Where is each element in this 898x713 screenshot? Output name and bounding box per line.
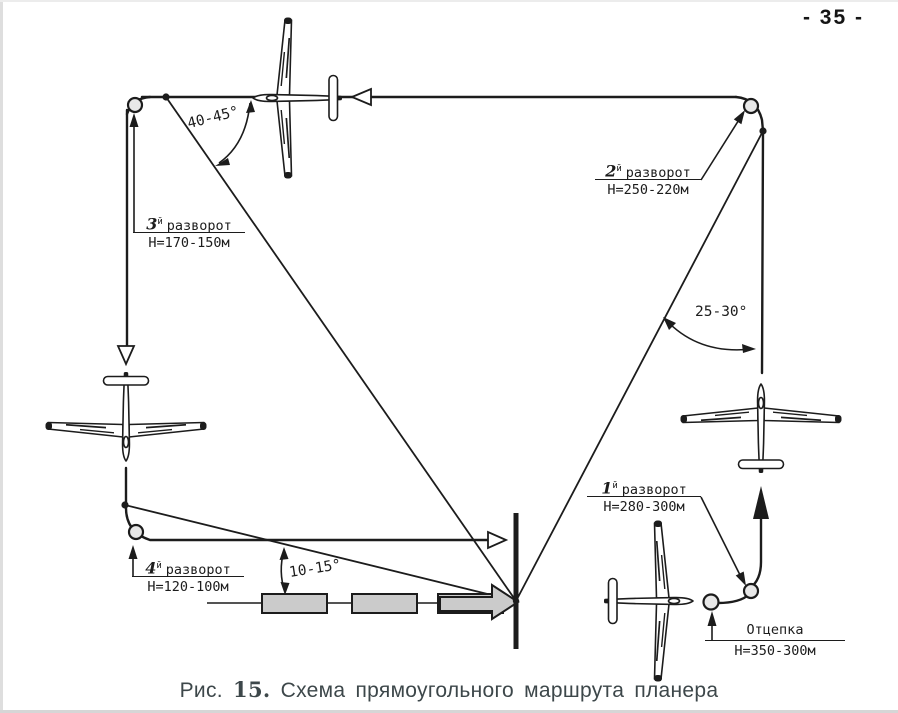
direction-arrow-left <box>349 87 372 107</box>
route-right-leg-upper <box>760 129 765 375</box>
direction-arrow-up <box>753 486 769 519</box>
turn4-circle <box>127 523 145 541</box>
turn1-altitude: Н=280-300м <box>603 499 685 515</box>
turn4-number: 4 <box>145 558 157 578</box>
turn3-altitude: Н=170-150м <box>148 235 230 251</box>
leader-arrow-turn4 <box>128 545 138 559</box>
turn2-number: 2 <box>605 161 617 181</box>
leader-arrow-turn1 <box>735 571 746 586</box>
left-line-node <box>121 501 129 509</box>
figure-caption: Рис. 15. Схема прямоугольного маршрута п… <box>0 677 898 703</box>
scan-edge-bottom <box>0 710 898 713</box>
top-line-node <box>162 93 170 101</box>
label-leaders <box>128 110 746 641</box>
final-approach-line <box>124 504 517 602</box>
turn1-circle <box>742 582 760 600</box>
angle-arcs <box>215 100 756 595</box>
right-line-node <box>759 127 767 135</box>
turn2-altitude: Н=250-220м <box>607 182 689 198</box>
sight-diagonals <box>124 96 764 602</box>
turn1-word: разворот <box>621 481 687 498</box>
runway-strip-2 <box>351 593 418 614</box>
label-release: Отцепка Н=350-300м <box>705 621 845 661</box>
turn4-altitude: Н=120-100м <box>147 579 229 595</box>
turn3-circle <box>126 96 144 114</box>
arc-25-30 <box>665 319 753 351</box>
glider-before-release <box>602 519 695 683</box>
scan-edge-top <box>0 0 898 2</box>
leader-arrow-release <box>707 611 717 626</box>
convergence-point <box>512 597 520 605</box>
scan-edge-left <box>0 0 3 713</box>
diagonal-to-third-turn <box>165 96 517 602</box>
direction-arrow-down <box>116 345 136 367</box>
runway <box>207 513 520 649</box>
angle-label-25-30: 25-30° <box>695 304 748 320</box>
turn2-word: разворот <box>625 164 691 181</box>
landing-direction-arrow <box>439 583 520 621</box>
turn3-number: 3 <box>146 214 158 234</box>
runway-strip-1 <box>261 593 328 614</box>
release-word: Отцепка <box>705 621 845 641</box>
turn1-number: 1 <box>601 478 613 498</box>
turn3-word: разворот <box>166 217 232 234</box>
release-circle <box>702 593 720 611</box>
glider-climb <box>679 382 843 475</box>
caption-prefix: Рис. <box>179 679 223 702</box>
glider-left-leg <box>44 370 208 463</box>
leader-arrow-turn3 <box>129 113 139 127</box>
direction-arrow-right <box>487 530 509 550</box>
release-altitude: Н=350-300м <box>734 643 816 659</box>
turn2-circle <box>742 97 760 115</box>
route-base-leg <box>124 466 490 542</box>
waypoints <box>121 93 767 611</box>
caption-number: 15. <box>233 677 271 702</box>
page-number: - 35 - <box>802 6 864 29</box>
caption-title: Схема прямоугольного маршрута планера <box>280 679 719 702</box>
turn4-word: разворот <box>165 561 231 578</box>
glider-top-leg <box>251 16 344 180</box>
leader-arrow-turn2 <box>733 110 745 125</box>
diagonal-to-second-turn <box>515 130 764 602</box>
route-climb-segment <box>748 512 763 590</box>
